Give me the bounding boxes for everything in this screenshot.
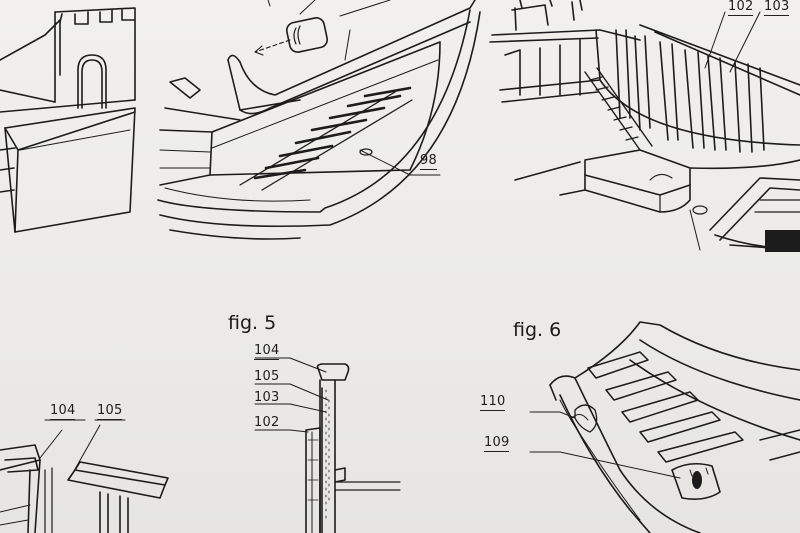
fig6-stairs-drawing (529, 321, 800, 533)
hull-ladder-drawing (157, 0, 481, 240)
castle-tower-drawing (0, 7, 136, 233)
fig6-title: fig. 6 (513, 319, 562, 341)
fig5-section-drawing (254, 357, 401, 533)
fig6-label-109: 109 (484, 435, 510, 452)
part-label-103-top: 103 (764, 0, 790, 16)
fig5-label-102: 102 (254, 415, 280, 430)
part-label-98: 98 (420, 153, 437, 170)
deck-rails-drawing (489, 0, 800, 252)
fig5-label-104: 104 (254, 343, 280, 360)
rail-label-104: 104 (50, 403, 76, 420)
rail-detail-drawing (0, 419, 169, 533)
fig5-title: fig. 5 (228, 312, 277, 334)
fig5-label-105: 105 (254, 369, 280, 384)
part-label-102-top: 102 (728, 0, 754, 16)
fig6-label-110: 110 (480, 394, 506, 411)
fig5-label-103: 103 (254, 390, 280, 405)
rail-label-105: 105 (97, 403, 123, 420)
fig6-steps (587, 351, 800, 463)
